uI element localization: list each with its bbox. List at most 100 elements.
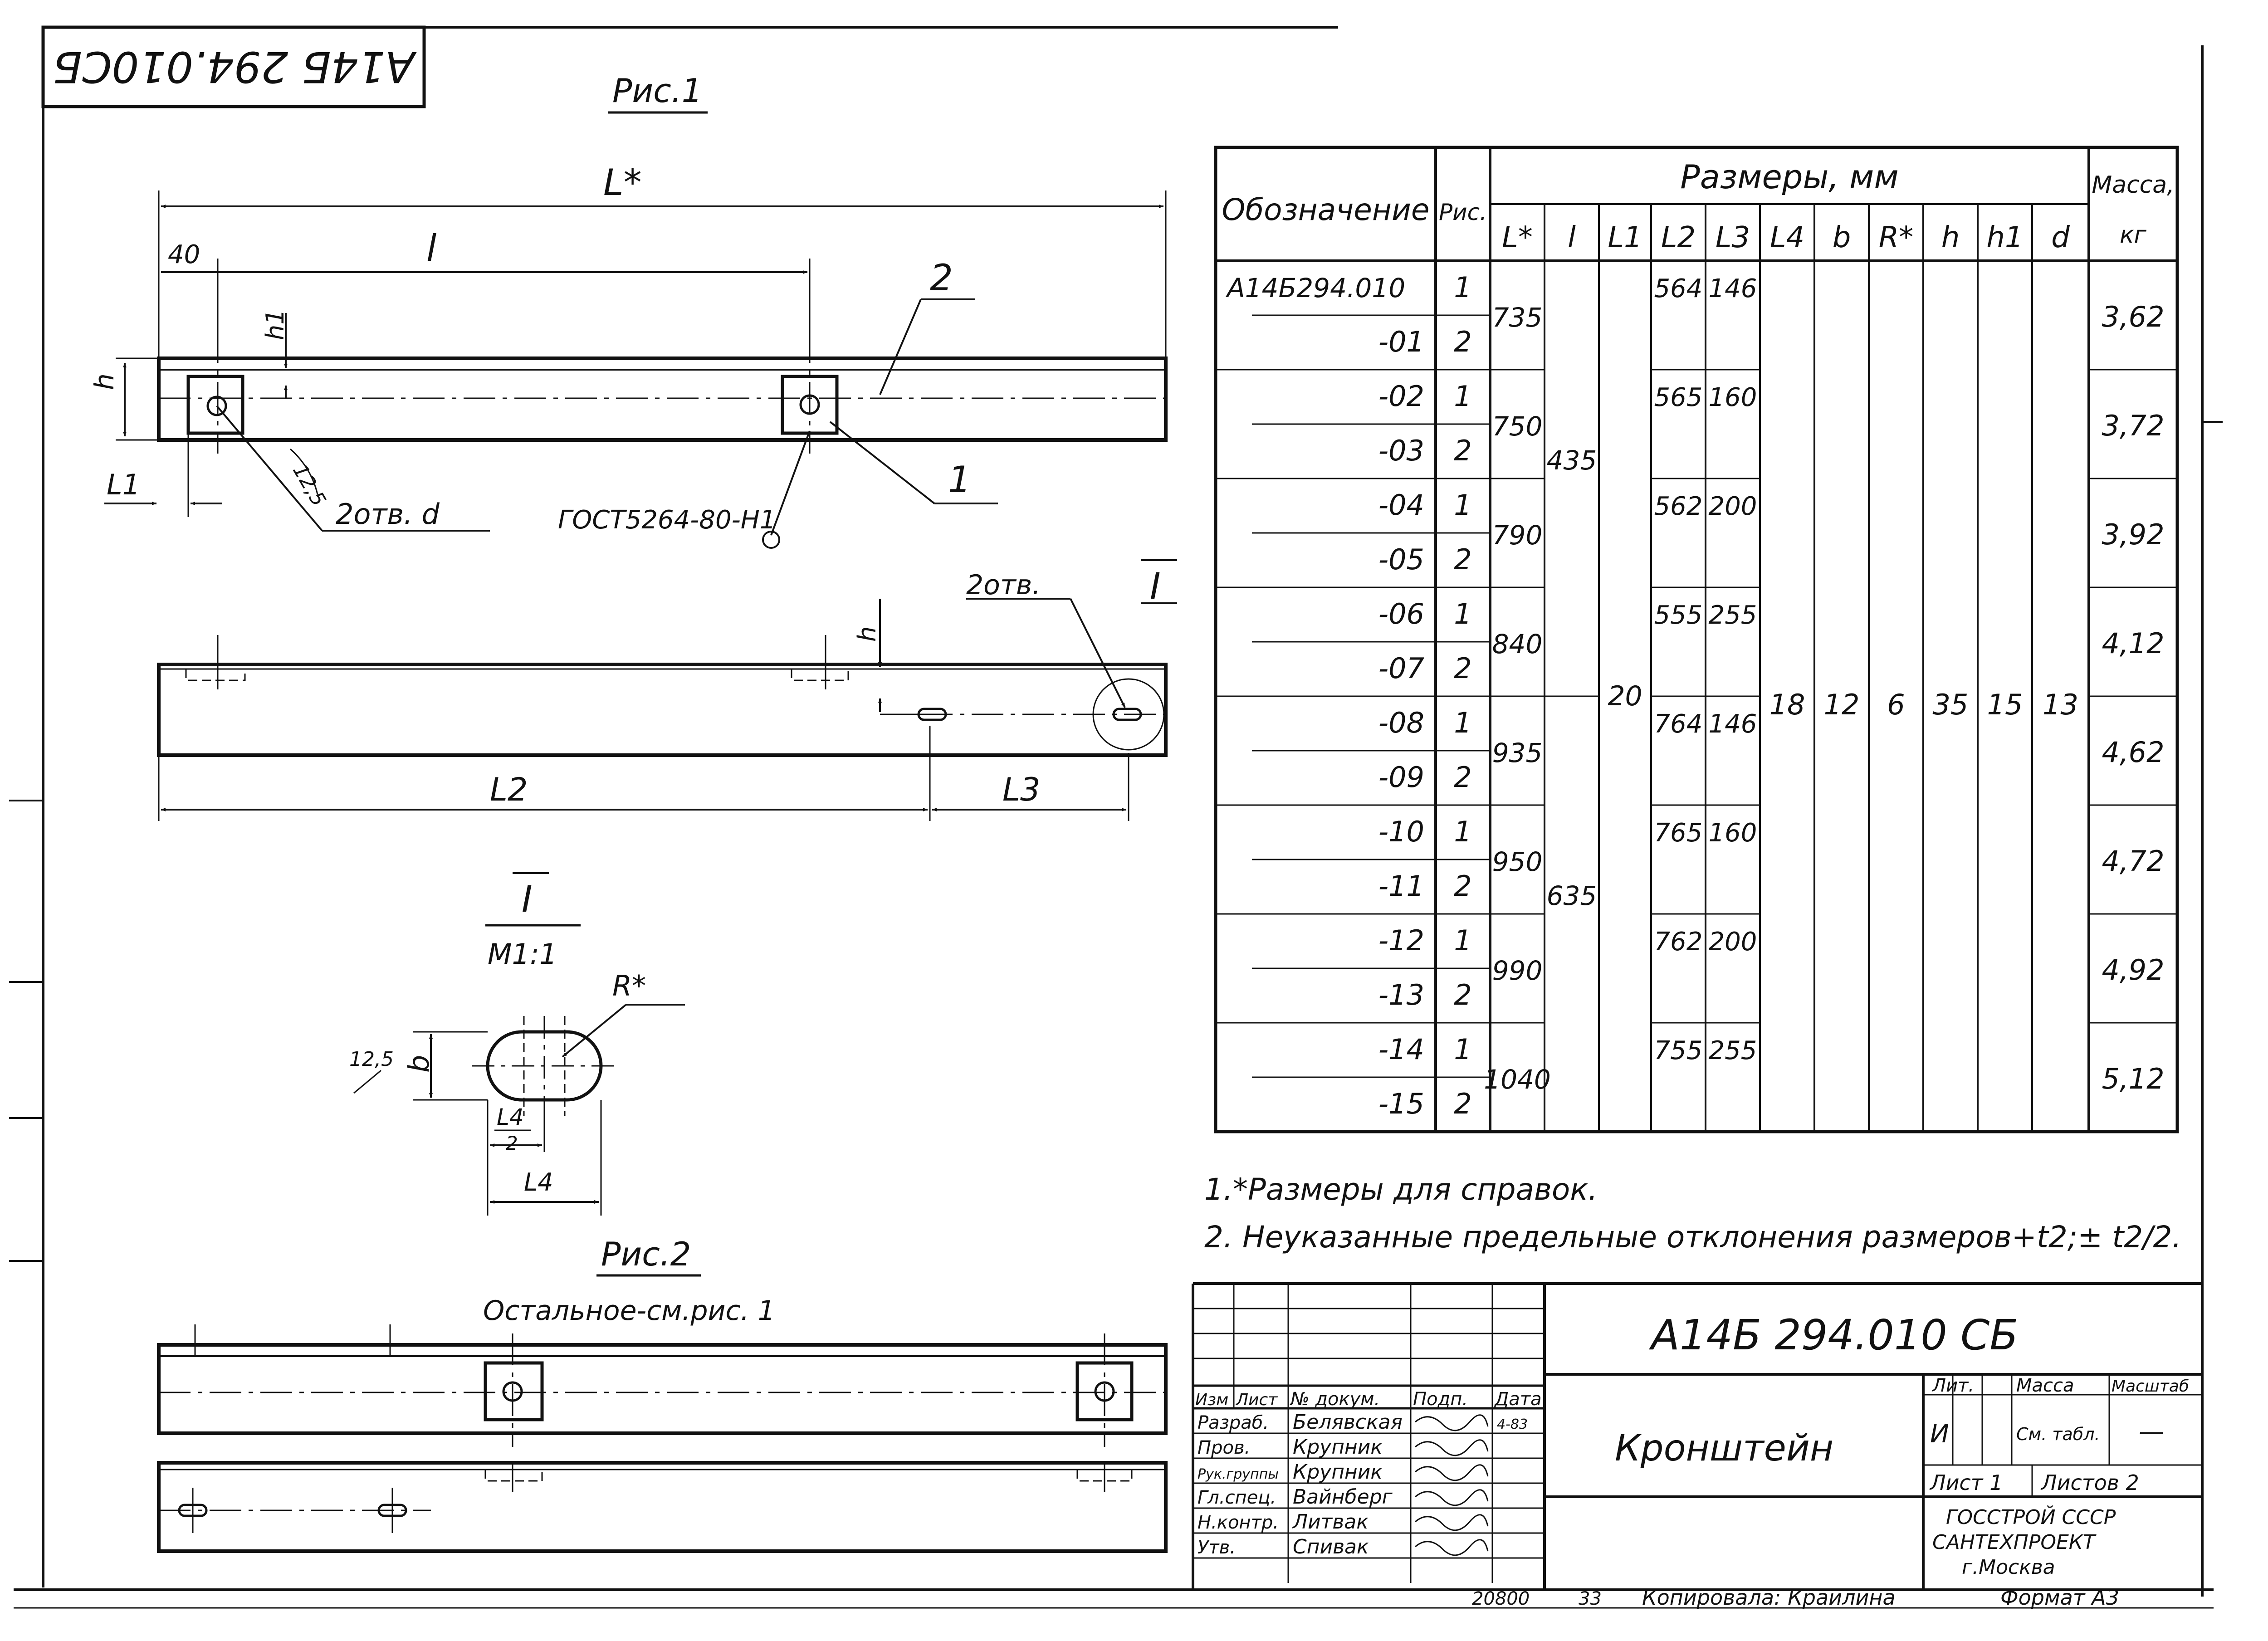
td-designation: -10 xyxy=(1378,815,1424,848)
td-fig: 2 xyxy=(1454,978,1471,1011)
sheets-label: Листов 2 xyxy=(2040,1470,2139,1495)
td-designation: -08 xyxy=(1378,706,1424,739)
signature-mark xyxy=(1415,1489,1489,1506)
td-R: 6 xyxy=(1887,688,1905,721)
title-block: А14Б 294.010 СБ Кронштейн Изм Лист № док… xyxy=(1192,1282,2202,1590)
fig2-top-view xyxy=(157,1324,1168,1447)
th-designation: Обозначение xyxy=(1222,192,1430,227)
col-list: Лист xyxy=(1235,1391,1278,1409)
fig1-front-view xyxy=(157,635,1168,757)
th-sub-h1: h1 xyxy=(1986,221,2023,254)
td-L: 840 xyxy=(1492,629,1543,659)
lit-value: И xyxy=(1930,1419,1949,1449)
td-d: 13 xyxy=(2043,688,2078,721)
td-designation: -12 xyxy=(1378,924,1424,957)
mass-label: Масса xyxy=(2016,1375,2074,1396)
dim-40: 40 xyxy=(168,240,200,269)
note-1: 1.*Размеры для справок. xyxy=(1204,1172,1598,1207)
td-fig: 1 xyxy=(1454,815,1471,848)
td-L2: 562 xyxy=(1654,492,1703,521)
date-value: 4-83 xyxy=(1497,1416,1528,1432)
td-designation: -13 xyxy=(1378,978,1424,1011)
gost-weld-label: ГОСТ5264-80-Н1 xyxy=(558,505,776,535)
th-fig: Рис. xyxy=(1439,199,1487,225)
td-designation: -04 xyxy=(1378,488,1424,522)
fig1-title: Рис.1 xyxy=(612,72,703,110)
td-L2: 555 xyxy=(1654,601,1703,630)
hole-right xyxy=(799,394,820,415)
td-designation: -05 xyxy=(1378,543,1424,576)
td-L3: 255 xyxy=(1709,1036,1757,1065)
view-I-label: I xyxy=(1150,565,1161,607)
td-mass: 3,72 xyxy=(2102,409,2164,442)
td-mass: 3,92 xyxy=(2102,518,2164,551)
td-L2: 762 xyxy=(1654,927,1703,957)
col-ndok: № докум. xyxy=(1290,1389,1380,1410)
mass-value-tb: См. табл. xyxy=(2016,1424,2100,1444)
fig2-front-view xyxy=(157,1461,1168,1553)
td-designation: -07 xyxy=(1378,652,1424,685)
note-2: 2. Неуказанные предельные отклонения раз… xyxy=(1204,1220,2181,1255)
td-L: 935 xyxy=(1492,737,1543,768)
stamp-code: А14Б 294.010СБ xyxy=(53,42,416,91)
td-designation: -14 xyxy=(1378,1033,1424,1066)
col-data: Дата xyxy=(1494,1389,1542,1410)
fig1-top-view xyxy=(157,331,1168,454)
scale-value: — xyxy=(2139,1417,2164,1446)
role-label: Утв. xyxy=(1198,1537,1236,1558)
td-fig: 2 xyxy=(1454,434,1471,467)
td-designation: -11 xyxy=(1378,869,1424,903)
org-line-3: г.Москва xyxy=(1962,1556,2055,1579)
footer-page: 33 xyxy=(1579,1588,1602,1609)
org-line-2: САНТЕХПРОЕКТ xyxy=(1932,1531,2097,1554)
td-designation: -01 xyxy=(1378,325,1424,358)
td-L2: 765 xyxy=(1654,818,1703,848)
notes: 1.*Размеры для справок. 2. Неуказанные п… xyxy=(1204,1172,2181,1255)
td-designation: -15 xyxy=(1378,1087,1424,1120)
td-L2: 564 xyxy=(1654,274,1703,303)
th-sub-b: b xyxy=(1833,221,1851,254)
td-L2: 755 xyxy=(1654,1036,1703,1065)
td-L: 790 xyxy=(1492,520,1543,551)
td-fig: 1 xyxy=(1454,488,1471,522)
td-L: 750 xyxy=(1492,411,1543,442)
td-mass: 5,12 xyxy=(2102,1062,2164,1095)
td-fig: 2 xyxy=(1454,325,1471,358)
dim-b: b xyxy=(402,1055,435,1073)
td-designation: -02 xyxy=(1378,380,1424,413)
th-mass-1: Масса, xyxy=(2092,171,2174,199)
signature-mark xyxy=(1415,1539,1489,1556)
td-mass: 4,62 xyxy=(2102,736,2164,769)
figure-2: Рис.2 Остальное-см.рис. 1 xyxy=(157,1235,1168,1553)
signature-mark xyxy=(1415,1464,1489,1481)
signature-mark xyxy=(1415,1514,1489,1531)
th-sub-d: d xyxy=(2051,221,2070,254)
th-sub-L4: L4 xyxy=(1770,221,1804,254)
td-designation: -06 xyxy=(1378,597,1424,630)
td-mass: 3,62 xyxy=(2102,300,2164,333)
td-fig: 1 xyxy=(1454,1033,1471,1066)
td-L3: 146 xyxy=(1709,709,1757,739)
dim-R-star: R* xyxy=(612,969,646,1002)
td-h: 35 xyxy=(1933,688,1969,721)
td-L3: 200 xyxy=(1709,492,1757,521)
table-border xyxy=(1214,146,2179,1133)
fig2-title: Рис.2 xyxy=(601,1235,691,1273)
dim-L-star: L* xyxy=(603,161,642,204)
td-fig: 2 xyxy=(1454,652,1471,685)
th-mass-2: кг xyxy=(2120,221,2146,249)
td-L4: 18 xyxy=(1769,688,1805,721)
th-sizes: Размеры, мм xyxy=(1680,158,1898,196)
td-fig: 2 xyxy=(1454,543,1471,576)
role-name: Спивак xyxy=(1293,1535,1369,1558)
td-mass: 4,12 xyxy=(2102,627,2164,660)
th-sub-L3: L3 xyxy=(1716,221,1750,254)
td-L2: 565 xyxy=(1654,383,1703,412)
detail-I: I М1:1 R* b 12,5 L4 2 L4 xyxy=(349,872,685,1216)
td-L3: 160 xyxy=(1709,383,1757,412)
dim-h: h xyxy=(89,373,120,390)
td-l-bottom: 635 xyxy=(1547,880,1597,911)
org-line-1: ГОССТРОЙ СССР xyxy=(1946,1505,2116,1529)
